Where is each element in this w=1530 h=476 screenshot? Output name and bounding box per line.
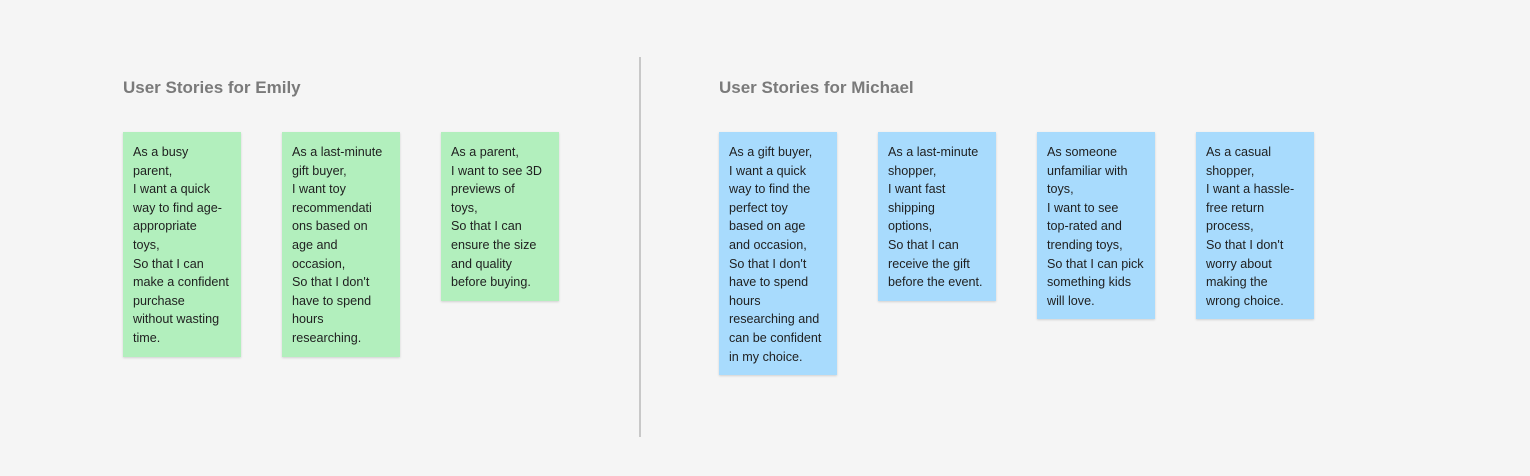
- michael-sticky-note-1[interactable]: As a gift buyer, I want a quick way to f…: [719, 132, 837, 376]
- michael-sticky-note-3[interactable]: As someone unfamiliar with toys, I want …: [1037, 132, 1155, 320]
- michael-sticky-note-4[interactable]: As a casual shopper, I want a hassle- fr…: [1196, 132, 1314, 320]
- emily-sticky-note-3[interactable]: As a parent, I want to see 3D previews o…: [441, 132, 559, 301]
- section-divider: [639, 57, 641, 437]
- emily-sticky-note-1[interactable]: As a busy parent, I want a quick way to …: [123, 132, 241, 357]
- michael-section-title: User Stories for Michael: [719, 78, 914, 97]
- emily-sticky-note-2[interactable]: As a last-minute gift buyer, I want toy …: [282, 132, 400, 357]
- michael-sticky-note-2[interactable]: As a last-minute shopper, I want fast sh…: [878, 132, 996, 301]
- emily-section-title: User Stories for Emily: [123, 78, 301, 97]
